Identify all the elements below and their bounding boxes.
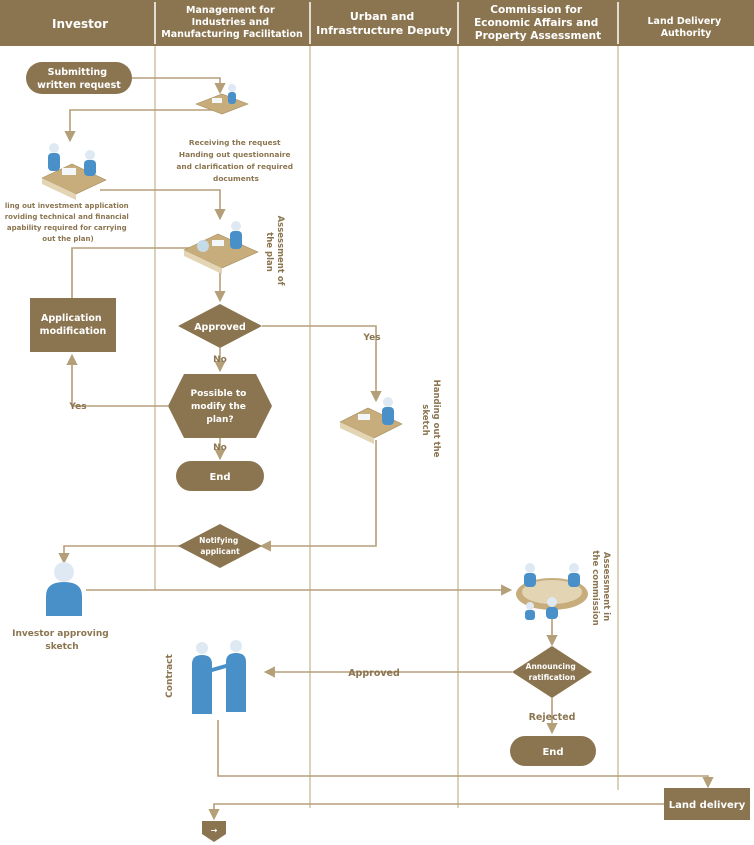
- handing-sketch-label: Handing out the sketch: [420, 380, 441, 461]
- lane-header-commission: Commission for Economic Affairs and Prop…: [474, 4, 602, 42]
- svg-text:Approved: Approved: [194, 322, 246, 333]
- svg-text:Land delivery: Land delivery: [669, 800, 746, 811]
- lane-header-investor: Investor: [52, 17, 108, 31]
- rejected-label: Rejected: [529, 712, 576, 723]
- edge-label-approved: Approved: [348, 668, 400, 679]
- investor-approving-label: Investor approving sketch: [12, 629, 112, 652]
- header-bar: [0, 0, 754, 46]
- commission-meeting-icon: [516, 563, 588, 620]
- svg-text:End: End: [209, 472, 230, 483]
- connectors: [58, 77, 714, 821]
- lane-separators: [154, 46, 619, 808]
- submitting-request-node: Submitting written request: [26, 62, 132, 94]
- svg-text:End: End: [542, 747, 563, 758]
- lane-header-land: Land Delivery Authority: [647, 16, 724, 39]
- lane-header-management: Management for Industries and Manufactur…: [161, 5, 303, 40]
- svg-text:→: →: [211, 826, 218, 835]
- assessment-plan-label: Assessment of the plan: [264, 216, 285, 289]
- lane-header-urban: Urban and Infrastructure Deputy: [316, 10, 452, 37]
- approved-decision-node: Approved: [178, 304, 262, 348]
- notifying-applicant-node: Notifying applicant: [178, 524, 262, 568]
- investor-person-icon: [46, 562, 82, 616]
- possible-modify-decision-node: Possible to modify the plan?: [168, 374, 272, 438]
- svg-text:Application modification: Application modification: [40, 313, 107, 337]
- contract-label: Contract: [165, 653, 175, 697]
- edge-label-no-2: No: [213, 443, 227, 453]
- svg-text:Possible to modify the: Possible to modify the plan?: [191, 389, 250, 425]
- offpage-connector-node: →: [202, 821, 226, 842]
- end-node-1: End: [176, 461, 264, 491]
- filling-application-label: ling out investment application roviding…: [5, 202, 132, 243]
- assessment-plan-icon: [183, 221, 259, 274]
- edge-label-yes-left: Yes: [68, 402, 86, 412]
- receiving-request-label: Receiving the request Handing out questi…: [176, 138, 295, 183]
- assessment-commission-label: Assessment in the commission: [590, 550, 611, 625]
- handing-sketch-icon: [339, 397, 403, 444]
- application-modification-node: Application modification: [30, 298, 116, 352]
- end-node-2: End: [510, 736, 596, 766]
- edge-label-no-1: No: [213, 355, 227, 365]
- svg-text:Notifying applicant: Notifying applicant: [199, 536, 241, 556]
- land-delivery-node: Land delivery: [664, 788, 750, 820]
- svg-text:Announcing ratification: Announcing ratification: [526, 662, 579, 682]
- header-dividers: [154, 2, 619, 44]
- announcing-ratification-node: Announcing ratification: [512, 646, 592, 698]
- edge-label-yes-right: Yes: [362, 333, 380, 343]
- contract-handshake-icon: [192, 640, 246, 714]
- filling-application-icon: [41, 143, 107, 200]
- receiving-person-icon: [195, 84, 249, 115]
- svg-text:Submitting written reque: Submitting written request: [37, 67, 121, 91]
